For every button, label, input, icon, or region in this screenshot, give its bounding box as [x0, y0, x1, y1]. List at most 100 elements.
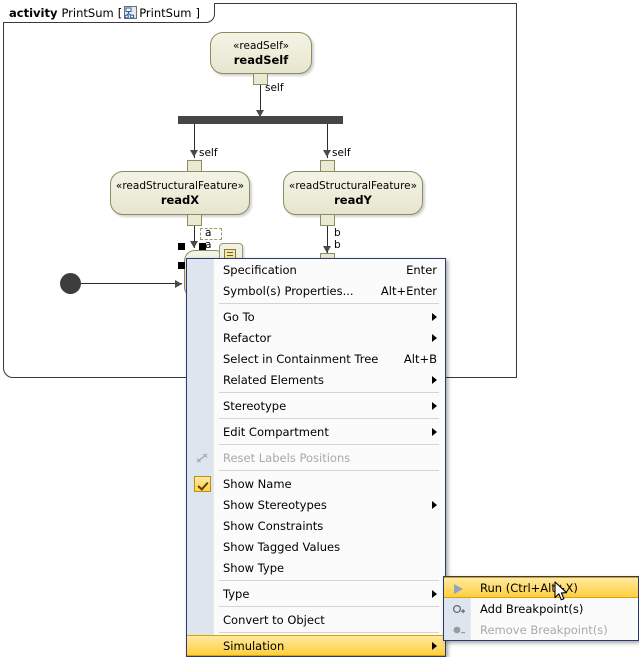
edge-ready-to-object — [327, 226, 328, 254]
menu-item-label: Show Stereotypes — [223, 497, 327, 512]
menu-item-symbol-properties[interactable]: Symbol(s) Properties... Alt+Enter — [187, 280, 445, 301]
menu-item-label: Show Constraints — [223, 518, 324, 533]
menu-item-label: Show Type — [223, 560, 285, 575]
menu-separator — [219, 303, 439, 304]
add-breakpoint-icon — [448, 600, 466, 617]
submenu-arrow-icon — [432, 589, 437, 598]
context-menu[interactable]: Specification Enter Symbol(s) Properties… — [186, 258, 446, 657]
submenu-arrow-icon — [432, 375, 437, 384]
menu-item-select-in-containment-tree[interactable]: Select in Containment Tree Alt+B — [187, 348, 445, 369]
action-node-readself[interactable]: «readSelf» readSelf — [210, 32, 312, 74]
menu-item-reset-labels-positions: Reset Labels Positions — [187, 447, 445, 468]
submenu-arrow-icon — [432, 500, 437, 509]
edge-initial-to-action — [81, 283, 182, 284]
checkmark-icon — [191, 475, 211, 492]
edge-label-self-right: self — [332, 147, 351, 159]
edge-label-a-upper: a — [205, 227, 212, 239]
menu-item-label: Show Name — [223, 476, 292, 491]
output-pin-ready[interactable] — [320, 214, 335, 226]
menu-item-stereotype[interactable]: Stereotype — [187, 395, 445, 416]
node-name: readSelf — [233, 52, 289, 67]
output-pin-readself[interactable] — [253, 73, 268, 85]
menu-item-show-tagged-values[interactable]: Show Tagged Values — [187, 536, 445, 557]
submenu-arrow-icon — [432, 333, 437, 342]
menu-separator — [219, 580, 439, 581]
node-name: readX — [160, 192, 200, 207]
arrowhead-readx-to-object — [190, 241, 198, 248]
arrowhead-fork-to-ready — [323, 150, 331, 157]
action-node-ready[interactable]: «readStructuralFeature» readY — [283, 171, 423, 215]
frame-bracket-close: ] — [195, 5, 200, 20]
menu-separator — [219, 392, 439, 393]
submenu-item-add-breakpoints[interactable]: Add Breakpoint(s) — [444, 598, 638, 619]
selection-handle-top-center[interactable] — [199, 243, 206, 250]
activity-diagram-icon — [124, 6, 138, 19]
edge-label-a-lower: a — [205, 239, 212, 251]
menu-item-label: Edit Compartment — [223, 424, 329, 439]
label-anchor-box-a — [200, 228, 222, 240]
frame-bracket-open: [ — [117, 5, 123, 20]
menu-item-label: Related Elements — [223, 372, 324, 387]
frame-diagram-name: PrintSum — [139, 5, 192, 20]
context-menu-gutter — [187, 259, 214, 656]
menu-item-convert-to-object[interactable]: Convert to Object — [187, 609, 445, 630]
menu-separator — [219, 606, 439, 607]
arrowhead-ready-to-object — [323, 246, 331, 253]
menu-item-type[interactable]: Type — [187, 583, 445, 604]
node-stereotype: «readSelf» — [232, 39, 290, 52]
node-stereotype: «readStructuralFeature» — [115, 179, 245, 192]
menu-item-accelerator: Alt+Enter — [380, 283, 437, 298]
simulation-submenu[interactable]: Run (Ctrl+Alt+X) Add Breakpoint(s) Remov… — [443, 576, 639, 641]
run-play-icon — [448, 580, 466, 597]
menu-item-accelerator: Enter — [406, 262, 437, 277]
action-node-readx[interactable]: «readStructuralFeature» readX — [110, 171, 250, 215]
menu-item-label: Convert to Object — [223, 612, 325, 627]
activity-frame-header: activity PrintSum [ PrintSum ] — [3, 3, 215, 23]
submenu-arrow-icon — [432, 641, 437, 650]
menu-item-show-name[interactable]: Show Name — [187, 473, 445, 494]
submenu-item-label: Run (Ctrl+Alt+X) — [480, 580, 578, 595]
menu-item-show-constraints[interactable]: Show Constraints — [187, 515, 445, 536]
menu-item-label: Reset Labels Positions — [223, 450, 351, 465]
menu-item-show-type[interactable]: Show Type — [187, 557, 445, 578]
submenu-item-label: Add Breakpoint(s) — [480, 601, 584, 616]
menu-separator — [219, 444, 439, 445]
submenu-item-label: Remove Breakpoint(s) — [480, 622, 608, 637]
remove-breakpoint-icon — [448, 621, 466, 638]
menu-item-specification[interactable]: Specification Enter — [187, 259, 445, 280]
submenu-arrow-icon — [432, 427, 437, 436]
frame-name: PrintSum — [61, 5, 114, 20]
menu-item-related-elements[interactable]: Related Elements — [187, 369, 445, 390]
edge-label-self-left: self — [199, 147, 218, 159]
edge-fork-to-readx — [194, 124, 195, 158]
selection-handle-mid-left[interactable] — [178, 262, 185, 269]
menu-item-label: Go To — [223, 309, 255, 324]
submenu-arrow-icon — [432, 312, 437, 321]
frame-keyword: activity — [9, 5, 58, 20]
menu-item-label: Stereotype — [223, 398, 287, 413]
menu-item-refactor[interactable]: Refactor — [187, 327, 445, 348]
submenu-item-run[interactable]: Run (Ctrl+Alt+X) — [444, 577, 638, 598]
node-name: readY — [334, 192, 372, 207]
edge-label-self-top: self — [265, 82, 284, 94]
menu-item-accelerator: Alt+B — [403, 351, 437, 366]
arrowhead-fork-to-readx — [190, 150, 198, 157]
arrowhead-readself-to-fork — [256, 110, 264, 117]
selection-handle-top-left[interactable] — [178, 243, 185, 250]
menu-separator — [219, 418, 439, 419]
menu-item-label: Refactor — [223, 330, 272, 345]
fork-node[interactable] — [178, 116, 343, 124]
menu-item-label: Simulation — [223, 638, 285, 653]
edge-label-b-lower: b — [334, 239, 341, 251]
menu-item-label: Type — [223, 586, 250, 601]
output-pin-readx[interactable] — [187, 214, 202, 226]
edge-fork-to-ready — [327, 124, 328, 158]
submenu-item-remove-breakpoints: Remove Breakpoint(s) — [444, 619, 638, 640]
menu-item-show-stereotypes[interactable]: Show Stereotypes — [187, 494, 445, 515]
arrowhead-initial-to-action — [175, 280, 182, 288]
menu-item-go-to[interactable]: Go To — [187, 306, 445, 327]
node-stereotype: «readStructuralFeature» — [288, 179, 418, 192]
menu-item-label: Select in Containment Tree — [223, 351, 379, 366]
initial-node[interactable] — [60, 273, 81, 294]
menu-item-edit-compartment[interactable]: Edit Compartment — [187, 421, 445, 442]
